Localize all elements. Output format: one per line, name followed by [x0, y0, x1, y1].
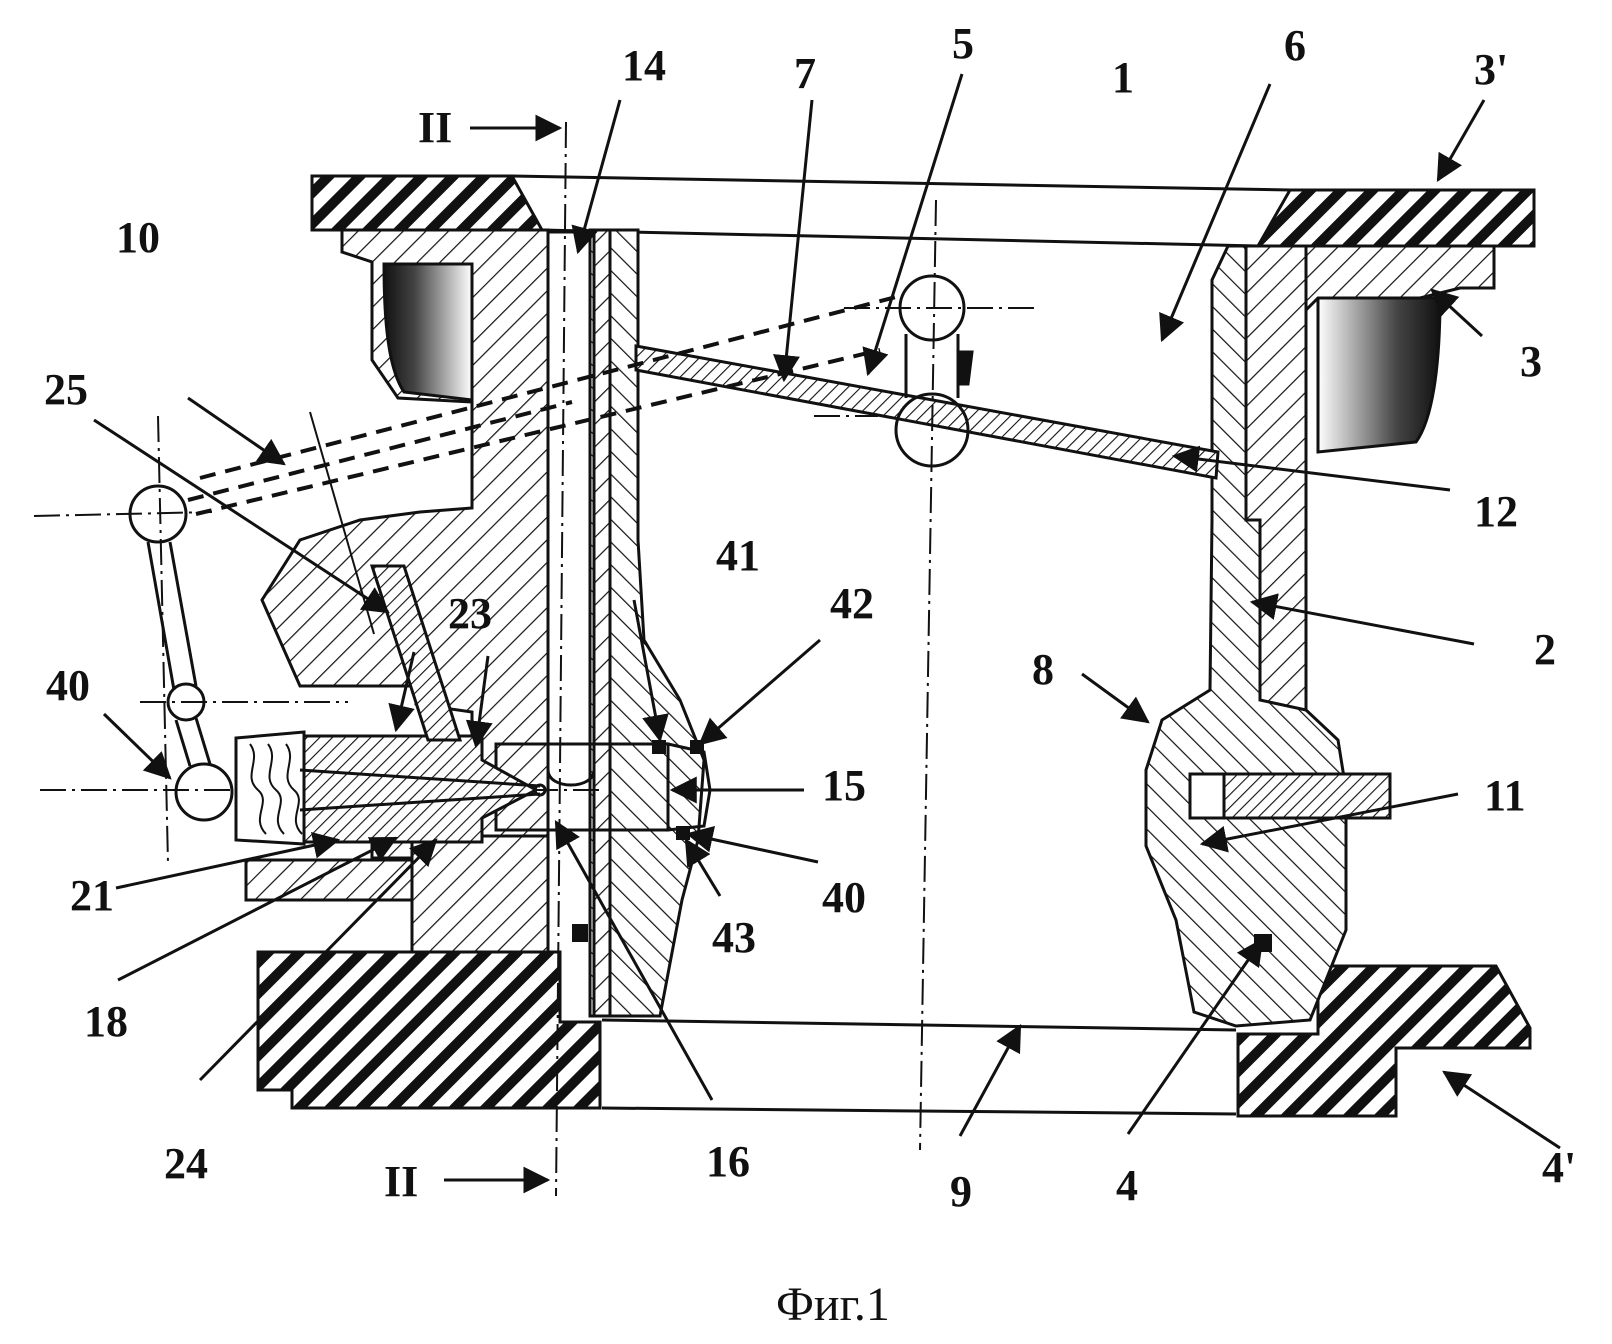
lower-channel-top-line: [602, 1020, 1236, 1030]
label-41: 41: [716, 531, 760, 580]
label-12: 12: [1474, 487, 1518, 536]
section-marker-bottom: II: [384, 1157, 548, 1206]
label-7: 7: [794, 49, 816, 98]
label-40-right: 40: [822, 873, 866, 922]
figure-caption: Фиг.1: [776, 1278, 890, 1331]
blade-7-12: [636, 346, 1218, 478]
label-1: 1: [1112, 53, 1134, 102]
section-marker-top: II: [418, 103, 560, 152]
label-18: 18: [84, 997, 128, 1046]
upper-channel-bottom-line: [542, 230, 1258, 246]
label-8: 8: [1032, 645, 1054, 694]
label-3prime: 3': [1474, 45, 1508, 94]
seal-41: [652, 740, 666, 754]
bolt-11: [1190, 774, 1390, 818]
right-wall: [1146, 246, 1346, 1026]
label-43: 43: [712, 913, 756, 962]
label-14: 14: [622, 41, 666, 90]
lower-left-flange: [258, 952, 600, 1108]
label-3: 3: [1520, 337, 1542, 386]
right-recess-shading: [1318, 298, 1440, 452]
label-2: 2: [1534, 625, 1556, 674]
upper-channel-top-line: [512, 176, 1290, 190]
label-9: 9: [950, 1167, 972, 1216]
channel-14: [548, 232, 594, 785]
svg-text:II: II: [418, 103, 452, 152]
label-11: 11: [1484, 771, 1526, 820]
label-16: 16: [706, 1137, 750, 1186]
label-4prime: 4': [1542, 1143, 1576, 1192]
label-15: 15: [822, 761, 866, 810]
label-10: 10: [116, 213, 160, 262]
lever-10: [130, 486, 232, 820]
seal-lower-left: [572, 924, 588, 942]
pipe-axis: [920, 200, 936, 1150]
label-5: 5: [952, 19, 974, 68]
seal-43: [676, 826, 690, 840]
left-recess-shading: [384, 264, 472, 400]
label-25: 25: [44, 365, 88, 414]
upper-left-flange: [312, 176, 542, 230]
label-4: 4: [1116, 1161, 1138, 1210]
label-42: 42: [830, 579, 874, 628]
label-6: 6: [1284, 21, 1306, 70]
svg-text:II: II: [384, 1157, 418, 1206]
label-24: 24: [164, 1139, 208, 1188]
label-40-left: 40: [46, 661, 90, 710]
upper-right-flange: [1258, 190, 1534, 246]
label-23: 23: [448, 589, 492, 638]
label-21: 21: [70, 871, 114, 920]
